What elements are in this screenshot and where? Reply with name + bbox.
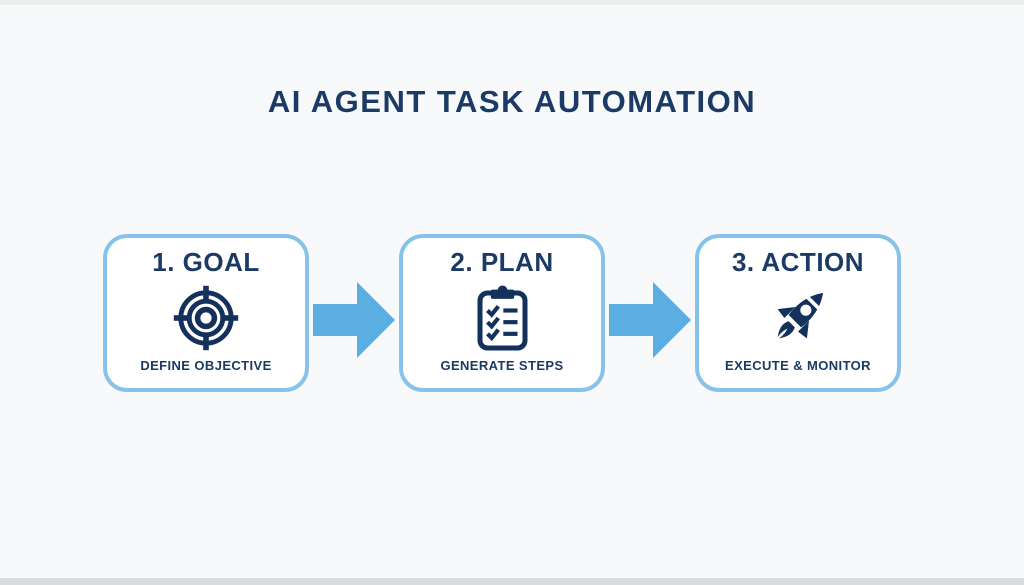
- diagram-title: AI AGENT TASK AUTOMATION: [267, 84, 757, 119]
- clipboard-checklist-icon: [473, 278, 532, 358]
- rocket-icon: [761, 278, 835, 358]
- flow-row: 1. GOAL DEFINE OBJECTIVE: [103, 234, 901, 392]
- arrow-right-icon: [309, 234, 399, 392]
- step-card-plan: 2. PLAN GENERATE STEPS: [399, 234, 605, 392]
- arrow-right-icon: [605, 234, 695, 392]
- bottom-edge-strip: [0, 578, 1024, 585]
- step-caption: EXECUTE & MONITOR: [725, 358, 871, 373]
- top-edge-strip: [0, 0, 1024, 5]
- step-caption: DEFINE OBJECTIVE: [140, 358, 272, 373]
- step-caption: GENERATE STEPS: [440, 358, 564, 373]
- step-card-goal: 1. GOAL DEFINE OBJECTIVE: [103, 234, 309, 392]
- target-icon: [171, 278, 241, 358]
- step-card-action: 3. ACTION EXECUTE & MONITOR: [695, 234, 901, 392]
- step-heading: 1. GOAL: [152, 247, 260, 277]
- step-heading: 3. ACTION: [731, 247, 865, 277]
- step-heading: 2. PLAN: [450, 247, 554, 277]
